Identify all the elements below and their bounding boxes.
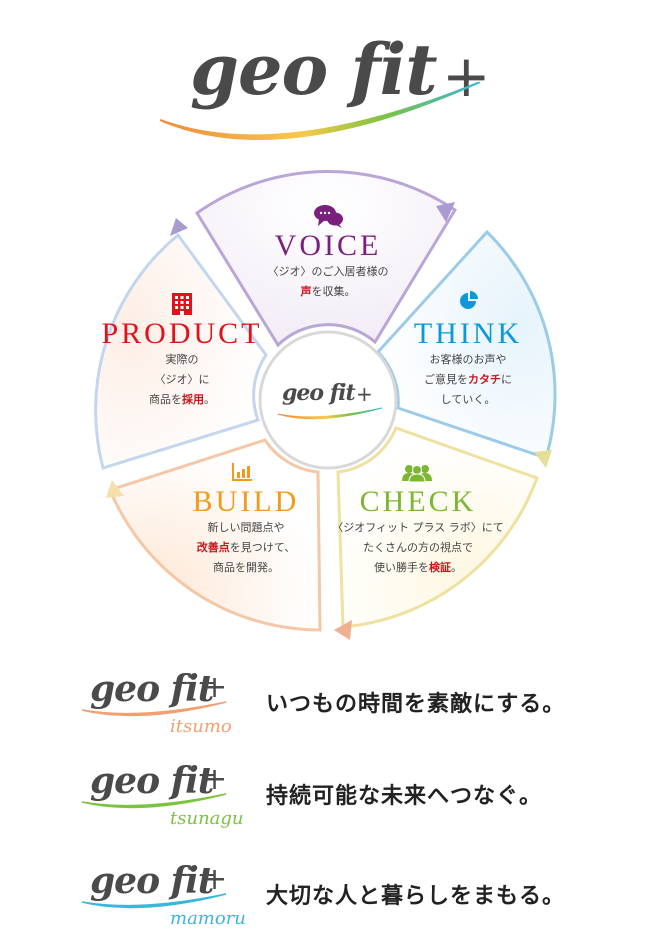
desc-text: お客様のお声や <box>429 353 507 366</box>
tagline-logo-text: geo fit <box>90 760 214 802</box>
segment-voice-shape <box>194 169 458 348</box>
desc-line: 実際の <box>122 350 242 370</box>
arrow-voice-to-think <box>436 202 455 222</box>
tagline-mamoru: geo fit + mamoru 大切な人と暮らしをまもる。 <box>80 860 600 950</box>
tagline-sub: tsunagu <box>170 808 244 829</box>
desc-line: 使い勝手を検証。 <box>328 558 508 578</box>
tagline-swoosh <box>81 893 227 909</box>
highlight-text: カタチ <box>468 373 501 386</box>
tagline-logo-text: geo fit <box>90 668 214 710</box>
center-logo: geo fit + <box>276 380 386 420</box>
desc-line: たくさんの方の視点で <box>328 538 508 558</box>
segment-product-desc: 実際の〈ジオ〉に商品を採用。 <box>122 350 242 410</box>
segment-think-desc: お客様のお声やご意見をカタチにしていく。 <box>408 350 528 410</box>
desc-text: を見つけて、 <box>229 541 296 554</box>
desc-text: 〈ジオ〉に <box>154 373 210 386</box>
desc-line: お客様のお声や <box>408 350 528 370</box>
tagline-slogan: 大切な人と暮らしをまもる。 <box>266 883 566 909</box>
desc-text: 〈ジオ〉のご入居者様の <box>267 265 389 278</box>
desc-text: たくさんの方の視点で <box>363 541 473 554</box>
cycle-diagram: geo fit + VOICE 〈ジオ〉のご入居者様の声を収集。 THINK お… <box>94 169 557 640</box>
segment-product-shape <box>94 232 268 470</box>
highlight-text: 改善点 <box>196 541 230 554</box>
tagline-logo: geo fit + tsunagu <box>80 760 250 840</box>
main-logo-text: geo fit <box>190 28 438 111</box>
tagline-sub: itsumo <box>170 716 232 737</box>
tagline-swoosh <box>81 793 227 809</box>
desc-line: 改善点を見つけて、 <box>186 538 306 558</box>
desc-text: していく。 <box>440 393 496 406</box>
desc-text: 。 <box>451 561 462 574</box>
center-logo-plus: + <box>356 382 373 406</box>
speech-bubbles-icon <box>314 204 344 228</box>
main-logo-plus: + <box>442 42 491 110</box>
desc-line: 〈ジオフィット プラス ラボ〉にて <box>328 518 508 538</box>
tagline-swoosh <box>81 701 227 717</box>
tagline-logo: geo fit + itsumo <box>80 668 250 748</box>
segment-check-shape <box>336 426 539 629</box>
center-logo-text: geo fit <box>282 380 356 406</box>
segment-build-title: BUILD <box>192 485 300 518</box>
center-logo-swoosh <box>277 407 383 420</box>
tagline-itsumo: geo fit + itsumo いつもの時間を素敵にする。 <box>80 668 600 758</box>
desc-text: に <box>501 373 512 386</box>
segment-voice-desc: 〈ジオ〉のご入居者様の声を収集。 <box>228 262 428 302</box>
segment-build-desc: 新しい問題点や改善点を見つけて、商品を開発。 <box>186 518 306 578</box>
segment-build-shape <box>107 438 322 632</box>
main-logo-swoosh <box>160 82 481 141</box>
desc-text: 〈ジオフィット プラス ラボ〉にて <box>332 521 504 534</box>
desc-text: 実際の <box>165 353 199 366</box>
segment-think-shape <box>375 229 557 460</box>
main-logo: geo fit + <box>160 22 500 142</box>
cycle-ring <box>94 169 557 640</box>
tagline-slogan: 持続可能な未来へつなぐ。 <box>266 783 543 809</box>
arrow-build-to-product <box>106 480 124 498</box>
tagline-logo: geo fit + mamoru <box>80 860 250 940</box>
desc-line: 商品を開発。 <box>186 558 306 578</box>
desc-text: 使い勝手を <box>374 561 429 574</box>
desc-line: 商品を採用。 <box>122 390 242 410</box>
arrow-think-to-check <box>534 450 552 468</box>
building-icon <box>172 293 192 315</box>
desc-text: 新しい問題点や <box>207 521 285 534</box>
segment-product-title: PRODUCT <box>101 317 263 350</box>
arrow-check-to-build <box>334 620 352 640</box>
desc-line: 〈ジオ〉に <box>122 370 242 390</box>
desc-line: ご意見をカタチに <box>408 370 528 390</box>
tagline-logo-text: geo fit <box>90 860 214 902</box>
arrow-product-to-voice <box>170 218 188 236</box>
desc-text: 。 <box>204 393 215 406</box>
segment-check-title: CHECK <box>359 485 477 518</box>
pie-chart-icon <box>458 290 480 312</box>
tagline-logo-plus: + <box>202 862 228 897</box>
desc-line: 新しい問題点や <box>186 518 306 538</box>
highlight-text: 声 <box>300 285 312 298</box>
highlight-text: 検証 <box>429 561 451 574</box>
desc-text: を収集。 <box>311 285 356 298</box>
desc-line: 〈ジオ〉のご入居者様の <box>228 262 428 282</box>
tagline-slogan: いつもの時間を素敵にする。 <box>266 691 566 717</box>
highlight-text: 採用 <box>182 393 204 406</box>
segment-think-title: THINK <box>413 317 523 350</box>
tagline-logo-plus: + <box>202 762 228 797</box>
tagline-logo-plus: + <box>202 670 228 705</box>
people-group-icon <box>400 464 434 482</box>
segment-voice-title: VOICE <box>274 229 382 262</box>
tagline-tsunagu: geo fit + tsunagu 持続可能な未来へつなぐ。 <box>80 760 600 850</box>
desc-line: 声を収集。 <box>228 282 428 302</box>
desc-line: していく。 <box>408 390 528 410</box>
desc-text: 商品を <box>149 393 182 406</box>
bar-chart-icon <box>232 463 252 481</box>
desc-text: 商品を開発。 <box>213 561 279 574</box>
desc-text: ご意見を <box>424 373 468 386</box>
segment-check-desc: 〈ジオフィット プラス ラボ〉にてたくさんの方の視点で使い勝手を検証。 <box>328 518 508 578</box>
tagline-sub: mamoru <box>170 908 246 929</box>
